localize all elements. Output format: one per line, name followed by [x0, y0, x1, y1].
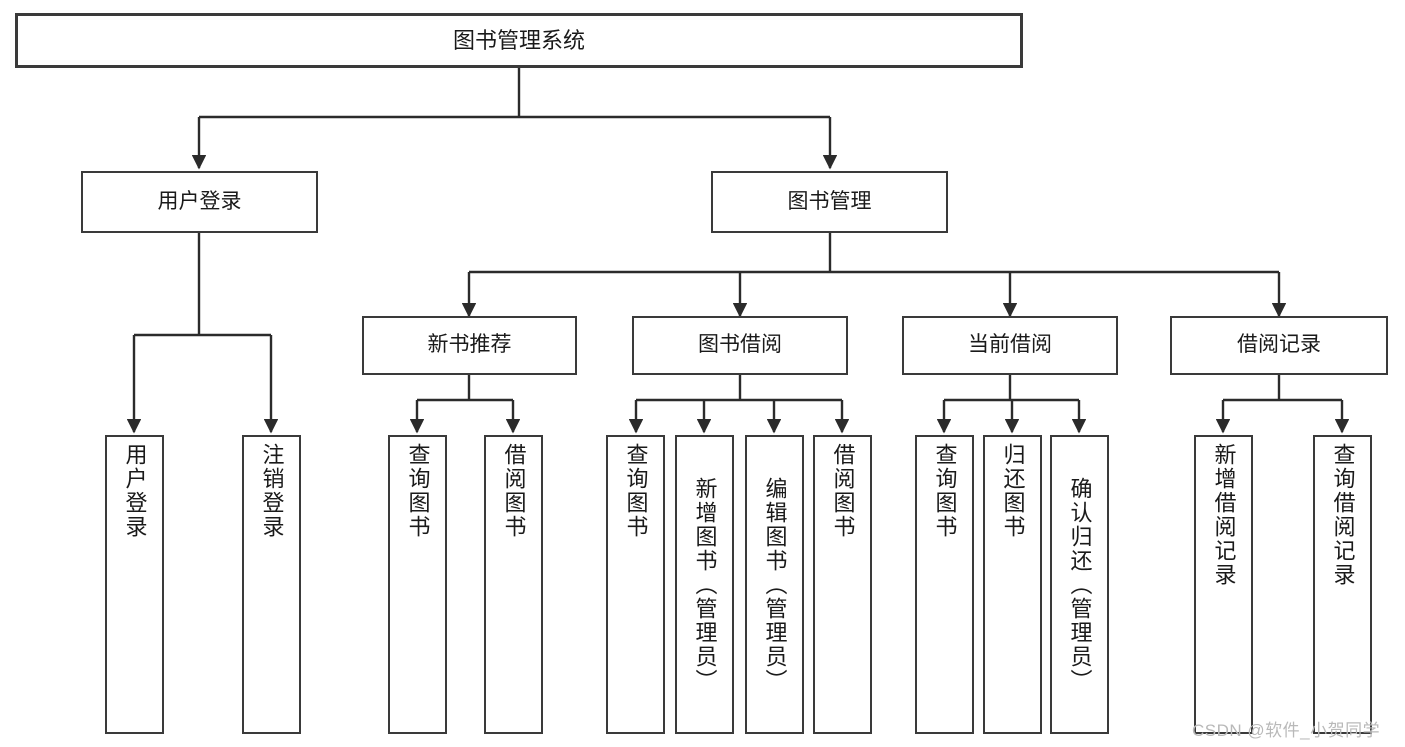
node-root[interactable]: 图书管理系统 [15, 13, 1023, 68]
node-leaf-query-book-3[interactable]: 查询图书 [915, 435, 974, 734]
node-book-borrow[interactable]: 图书借阅 [632, 316, 848, 375]
node-leaf-query-record-label: 查询借阅记录 [1330, 443, 1356, 587]
node-current-borrow-label: 当前借阅 [968, 333, 1052, 357]
node-leaf-user-logout[interactable]: 注销登录 [242, 435, 301, 734]
node-leaf-borrow-book-2[interactable]: 借阅图书 [813, 435, 872, 734]
node-leaf-user-login-label: 用户登录 [122, 443, 148, 539]
node-leaf-user-logout-label: 注销登录 [259, 443, 285, 539]
node-leaf-add-book-label: 新增图书（管理员） [692, 476, 718, 693]
node-book-borrow-label: 图书借阅 [698, 333, 782, 357]
node-leaf-query-book-2-label: 查询图书 [623, 443, 649, 539]
node-borrow-record[interactable]: 借阅记录 [1170, 316, 1388, 375]
node-leaf-confirm-return-label: 确认归还（管理员） [1067, 476, 1093, 693]
node-leaf-query-book-1-label: 查询图书 [405, 443, 431, 539]
node-leaf-confirm-return[interactable]: 确认归还（管理员） [1050, 435, 1109, 734]
node-leaf-return-book-label: 归还图书 [1000, 443, 1026, 539]
node-book-management-label: 图书管理 [787, 189, 872, 213]
node-leaf-query-book-3-label: 查询图书 [932, 443, 958, 539]
node-user-login[interactable]: 用户登录 [81, 171, 318, 233]
node-leaf-add-record-label: 新增借阅记录 [1211, 443, 1237, 587]
node-leaf-edit-book[interactable]: 编辑图书（管理员） [745, 435, 804, 734]
node-leaf-return-book[interactable]: 归还图书 [983, 435, 1042, 734]
node-borrow-record-label: 借阅记录 [1237, 333, 1321, 357]
node-leaf-borrow-book-2-label: 借阅图书 [830, 443, 856, 539]
node-leaf-edit-book-label: 编辑图书（管理员） [762, 476, 788, 693]
node-leaf-add-record[interactable]: 新增借阅记录 [1194, 435, 1253, 734]
csdn-watermark: CSDN @软件_小贺同学 [1192, 721, 1381, 740]
node-leaf-query-book-1[interactable]: 查询图书 [388, 435, 447, 734]
node-leaf-add-book[interactable]: 新增图书（管理员） [675, 435, 734, 734]
node-new-book-recommend-label: 新书推荐 [427, 333, 512, 357]
node-leaf-borrow-book-1-label: 借阅图书 [501, 443, 527, 539]
node-leaf-borrow-book-1[interactable]: 借阅图书 [484, 435, 543, 734]
node-book-management[interactable]: 图书管理 [711, 171, 948, 233]
node-new-book-recommend[interactable]: 新书推荐 [362, 316, 577, 375]
node-current-borrow[interactable]: 当前借阅 [902, 316, 1118, 375]
node-root-label: 图书管理系统 [452, 27, 585, 53]
node-leaf-user-login[interactable]: 用户登录 [105, 435, 164, 734]
node-user-login-label: 用户登录 [157, 189, 242, 213]
node-leaf-query-record[interactable]: 查询借阅记录 [1313, 435, 1372, 734]
node-leaf-query-book-2[interactable]: 查询图书 [606, 435, 665, 734]
